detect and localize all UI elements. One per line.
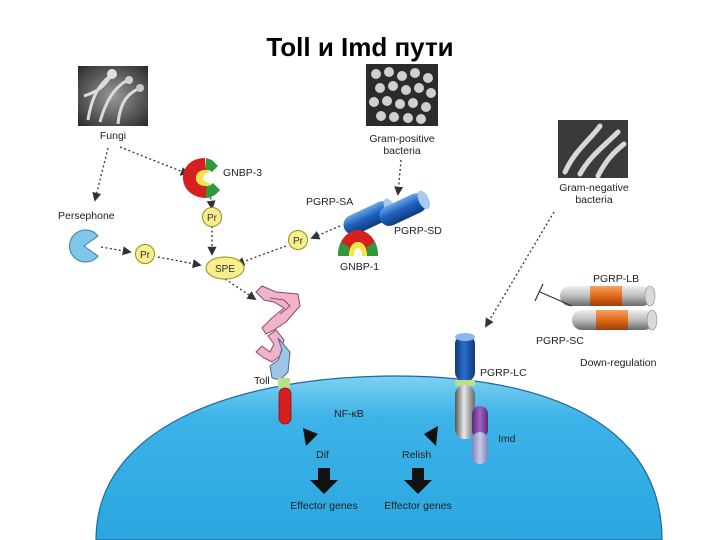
protease-pr-2-label: Pr — [140, 250, 151, 261]
gnbp3-protein — [183, 158, 220, 198]
arrow-pr-to-spe-left — [157, 256, 202, 269]
arrow-pgrp-to-pr — [310, 225, 341, 240]
gnbp1-protein — [338, 230, 378, 256]
arrow-dif-to-effector — [310, 468, 338, 494]
gram-positive-micrograph — [366, 64, 438, 126]
protease-pr-2: Pr — [135, 244, 155, 264]
persephone-protein — [69, 229, 99, 263]
pgrp-lc-label: PGRP-LC — [480, 367, 527, 379]
spe-label: SPE — [215, 264, 235, 275]
nfkb-label: NF-κB — [334, 408, 364, 420]
down-regulation-label: Down-regulation — [580, 357, 657, 369]
gram-positive-label-line2: bacteria — [383, 145, 421, 157]
arrow-toll-to-dif — [303, 428, 318, 446]
protease-pr-3: Pr — [288, 230, 308, 250]
gram-negative-label-line2: bacteria — [575, 194, 613, 206]
gram-negative-label-line1: Gram-negative — [559, 182, 629, 194]
page-title: Toll и Imd пути — [266, 32, 453, 62]
pgrp-sd-label: PGRP-SD — [394, 225, 442, 237]
effector-genes-dif-label: Effector genes — [290, 500, 358, 512]
cell-body — [95, 375, 663, 540]
fungi-micrograph — [78, 66, 148, 126]
dif-label: Dif — [316, 449, 329, 461]
arrow-relish-to-effector — [404, 468, 432, 494]
pgrp-sa-label: PGRP-SA — [306, 196, 353, 208]
arrow-fungi-to-persephone — [92, 147, 109, 202]
activation-arrows — [92, 146, 555, 328]
toll-label: Toll — [254, 375, 270, 387]
imd-protein — [472, 406, 488, 464]
spe-protease: SPE — [205, 256, 245, 280]
arrow-pgrplc-to-relish — [424, 426, 438, 446]
gram-negative-micrograph — [558, 120, 628, 179]
arrow-pr-to-spe-right — [235, 245, 287, 266]
arrow-fungi-to-gnbp3 — [119, 146, 190, 176]
protease-pr-3-label: Pr — [293, 236, 304, 247]
gnbp1-label: GNBP-1 — [340, 261, 379, 273]
pgrp-lb-protein — [560, 285, 656, 307]
protease-pr-1-label: Pr — [207, 213, 218, 224]
pgrp-sc-label: PGRP-SC — [536, 335, 584, 347]
arrow-spe-to-toll — [224, 278, 257, 301]
arrow-persephone-to-pr — [100, 246, 132, 256]
relish-label: Relish — [402, 449, 431, 461]
gram-positive-label-line1: Gram-positive — [369, 133, 435, 145]
pgrp-sc-protein — [572, 309, 658, 331]
arrow-grampos-to-pgrp — [394, 159, 404, 196]
inhibition-line — [534, 283, 573, 307]
arrow-gramneg-to-pgrplc — [485, 211, 555, 328]
toll-receptor — [255, 285, 301, 425]
pgrp-lb-label: PGRP-LB — [593, 273, 639, 285]
protease-pr-1: Pr — [202, 207, 222, 227]
pgrp-sd-receptor — [379, 190, 430, 226]
imd-label: Imd — [498, 433, 516, 445]
fungi-label: Fungi — [100, 130, 126, 142]
pgrp-lc-receptor — [455, 333, 475, 439]
persephone-label: Persephone — [58, 210, 115, 222]
gnbp3-label: GNBP-3 — [223, 167, 262, 179]
effector-genes-relish-label: Effector genes — [384, 500, 452, 512]
